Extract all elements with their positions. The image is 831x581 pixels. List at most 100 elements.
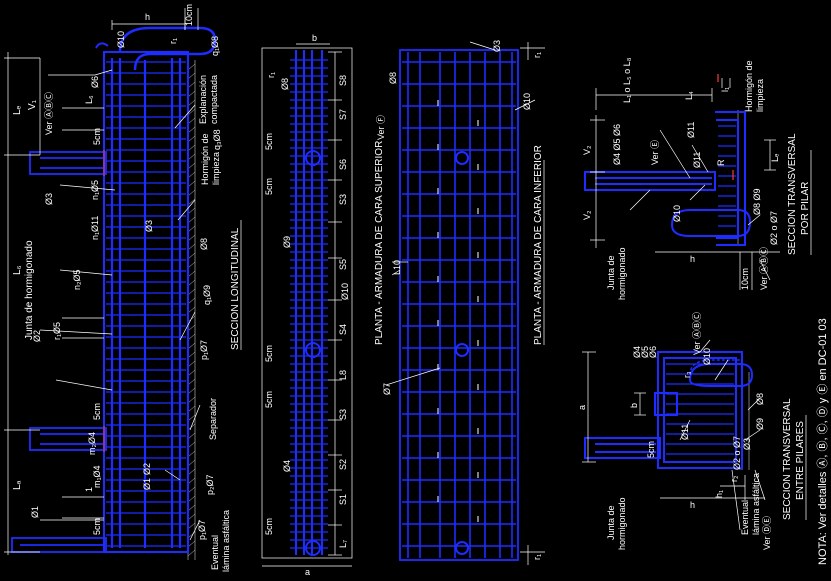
- pp-hormigonado: hormigonado: [617, 247, 627, 300]
- wide-plan-ticks: [437, 100, 479, 522]
- label-q3o8: q₃Ø8: [212, 129, 222, 150]
- pp-V2a: V₂: [582, 145, 592, 155]
- bp-o11: Ø11: [680, 424, 690, 440]
- wp-r1-top: r₁: [532, 52, 542, 58]
- title-pillar-sub: POR PILAR: [800, 182, 811, 235]
- dim-1: 1: [84, 487, 94, 492]
- hatch-line: [187, 369, 196, 377]
- label-r1phi5: r₁Ø5: [52, 322, 62, 340]
- hatch-line: [187, 189, 196, 197]
- hatch-line: [187, 432, 196, 440]
- np-S1: S1: [338, 494, 348, 505]
- pp-h: h: [690, 254, 695, 264]
- title-pillar: SECCION TRANSVERSAL: [787, 133, 798, 255]
- bp-eventual: Eventual: [740, 500, 750, 535]
- pp-l1: L₁ o L₅ o L₈: [622, 57, 632, 103]
- hatch-line: [187, 486, 196, 494]
- hatch-line: [187, 540, 196, 548]
- dim-h: h: [145, 12, 150, 22]
- bp-ver-de: Ver ⒹⒺ: [762, 516, 772, 550]
- label-p1phi7-a: p₁Ø7: [199, 340, 209, 360]
- dim-5cm-2: 5cm: [92, 403, 102, 420]
- pp-R: R: [716, 159, 726, 166]
- bp-b: b: [629, 403, 639, 408]
- hatch-line: [187, 306, 196, 314]
- bp-h1: h₁: [714, 490, 724, 498]
- pillar-hatch: [737, 110, 746, 245]
- label-junta: Junta de hormigonado: [24, 240, 35, 340]
- dim-5cm-3: 5cm: [92, 518, 102, 535]
- hatch-line: [187, 522, 196, 530]
- hatch-line: [187, 261, 196, 269]
- label-limpieza: limpieza: [211, 152, 221, 185]
- hatch-line: [187, 180, 196, 188]
- np-o4: Ø4: [282, 460, 292, 472]
- stirrups: [106, 61, 186, 547]
- np-5cm-a: 5cm: [264, 133, 274, 150]
- hatch-line: [187, 198, 196, 206]
- np-5cm-d: 5cm: [264, 391, 274, 408]
- hatch-line: [187, 288, 196, 296]
- label-hormigon: Hormigón de: [200, 133, 210, 185]
- narrow-plan-dims: [262, 43, 352, 567]
- pp-l1b: l₁: [720, 87, 730, 92]
- dim-5cm-1: 5cm: [92, 128, 102, 145]
- hatch-line: [187, 396, 196, 404]
- hatch-line: [187, 333, 196, 341]
- np-L7: L₇: [338, 540, 348, 548]
- hatch-line: [187, 135, 196, 143]
- bp-o9: Ø9: [755, 418, 765, 430]
- wide-plan-outline: [399, 49, 519, 561]
- hatch-line: [187, 81, 196, 89]
- label-phi2-a: Ø2: [32, 330, 42, 342]
- np-S2: S2: [338, 459, 348, 470]
- wp-ver-f: Ver Ⓕ: [376, 115, 386, 140]
- hatch-line: [187, 342, 196, 350]
- pillar-dims: [590, 78, 780, 290]
- hatch-line: [187, 459, 196, 467]
- bp-o6: Ø6: [648, 346, 658, 358]
- between-outline: [584, 351, 754, 469]
- bp-ver-abc: Ver ⒶⒷⒸ: [692, 312, 702, 355]
- dim-La: Lₐ: [12, 480, 23, 490]
- hatch-line: [187, 117, 196, 125]
- hatch-line: [187, 504, 196, 512]
- pp-o4o5o6: Ø4 Ø5 Ø6: [612, 124, 622, 165]
- between-dashed-hook: [689, 359, 740, 376]
- drawing-note: NOTA: Ver detalles Ⓐ, Ⓑ, Ⓒ, Ⓓ y Ⓔ en DC-…: [816, 318, 829, 565]
- label-n1phi5: n₁Ø5: [90, 180, 100, 200]
- np-5cm-c: 5cm: [264, 345, 274, 362]
- dim-Lb: L₆: [12, 265, 23, 275]
- label-explanacion: Explanación: [198, 75, 208, 124]
- narrow-plan-outline: [261, 47, 353, 559]
- label-m1phi4: m₁Ø4: [92, 465, 102, 488]
- np-5cm-b: 5cm: [264, 178, 274, 195]
- pp-o10: Ø10: [672, 205, 682, 222]
- pp-V2b: V₂: [582, 210, 592, 220]
- wp-o3: Ø3: [492, 40, 502, 52]
- bp-junta: Junta de: [606, 505, 616, 540]
- top-hook-detail: [95, 42, 109, 49]
- label-phi6: Ø6: [90, 76, 100, 88]
- hatch-line: [187, 162, 196, 170]
- np-S6: S6: [338, 159, 348, 170]
- top-hook-bar: [118, 26, 217, 71]
- hatch-line: [187, 441, 196, 449]
- hatch-line: [187, 405, 196, 413]
- pp-ver-e: Ver Ⓔ: [650, 140, 660, 165]
- label-compactada: compactada: [209, 75, 219, 124]
- title-between: SECCION TRANSVERSAL: [782, 398, 793, 520]
- pp-limpieza: limpieza: [755, 79, 765, 112]
- np-5cm-e: 5cm: [264, 518, 274, 535]
- bp-o3: Ø3: [742, 438, 752, 450]
- narrow-plan-circles: [305, 150, 321, 556]
- title-longitudinal: SECCION LONGITUDINAL: [230, 227, 241, 350]
- hatch-line: [187, 387, 196, 395]
- pp-o8o9: Ø8 Ø9: [752, 188, 762, 215]
- wide-plan-grid: [402, 52, 516, 558]
- hatch-line: [187, 108, 196, 116]
- label-lamina: lámina asfáltica: [221, 510, 231, 572]
- pillar-outline: [584, 111, 752, 246]
- label-phi3-a: Ø3: [44, 193, 54, 205]
